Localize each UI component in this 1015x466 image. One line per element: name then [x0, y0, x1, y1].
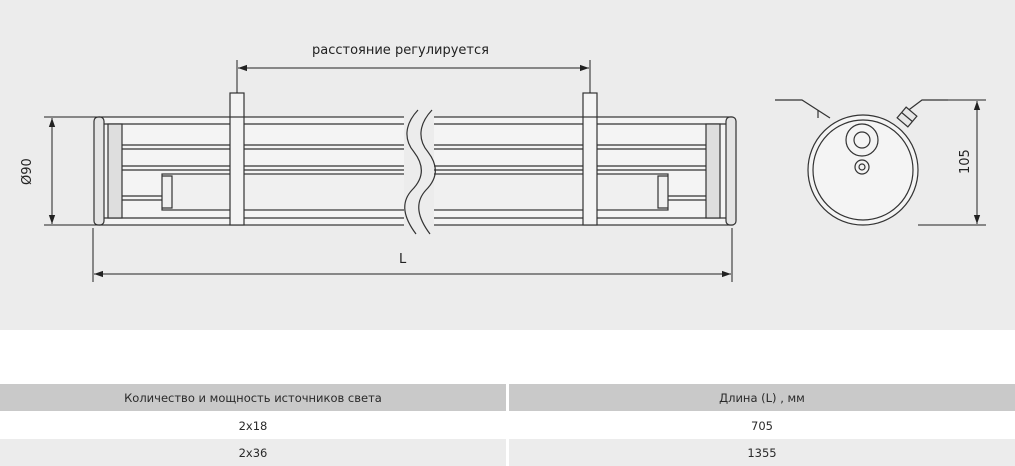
screw-icon	[896, 106, 918, 128]
mounting-bracket-right	[582, 92, 598, 226]
dimension-length	[92, 228, 733, 282]
cell-light-sources: 2x18	[0, 411, 508, 439]
end-tube-inner	[812, 119, 914, 221]
end-view	[775, 99, 948, 226]
side-view	[93, 92, 737, 236]
height-label: 105	[958, 149, 973, 174]
cell-length: 1355	[506, 439, 1015, 466]
technical-drawing-panel: расстояние регулируется Ø90 L 105	[0, 0, 1015, 330]
diameter-label: Ø90	[20, 158, 35, 185]
mounting-bracket-left	[229, 92, 245, 226]
length-label: L	[399, 252, 407, 267]
table-row: 2x36 1355	[0, 439, 1015, 466]
lamp-holder-left	[107, 123, 123, 219]
table-row: 2x18 705	[0, 411, 1015, 439]
header-length: Длина (L) , мм	[506, 384, 1015, 412]
lamp-top-icon	[845, 123, 879, 157]
lamp-bottom-icon	[854, 159, 870, 175]
luminaire-drawing	[44, 60, 986, 282]
end-cap-right	[725, 116, 737, 226]
break-line-right	[418, 109, 436, 235]
end-cap-left	[93, 116, 105, 226]
lamp-holder-right	[705, 123, 721, 219]
break-line-left	[404, 109, 422, 235]
header-light-sources: Количество и мощность источников света	[0, 384, 508, 412]
spec-table: Количество и мощность источников света Д…	[0, 384, 1015, 466]
distance-label: расстояние регулируется	[312, 43, 489, 58]
dimension-distance	[236, 60, 591, 93]
dimension-diameter	[44, 116, 100, 226]
cell-length: 705	[506, 411, 1015, 439]
end-bracket-left	[775, 99, 831, 119]
table-header-row: Количество и мощность источников света Д…	[0, 384, 1015, 412]
cell-light-sources: 2x36	[0, 439, 508, 466]
dimension-height	[918, 99, 986, 226]
